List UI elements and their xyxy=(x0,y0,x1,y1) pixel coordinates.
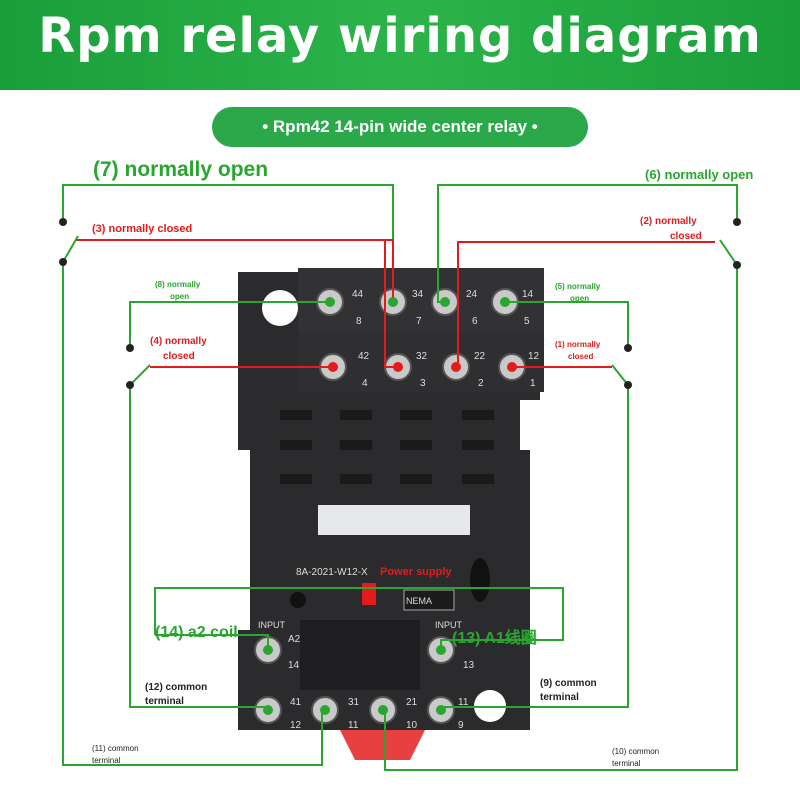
pin-label-2: 2 xyxy=(478,378,484,389)
pin-label-44: 44 xyxy=(352,289,364,300)
label-normally-open-8b: open xyxy=(170,292,190,301)
label-common-11b: terminal xyxy=(92,756,121,765)
pin-label-41: 41 xyxy=(290,697,302,708)
pin-label-4: 4 xyxy=(362,378,368,389)
pin-label-10: 10 xyxy=(406,720,418,731)
pin-label-8: 8 xyxy=(356,316,362,327)
pin-label-31: 31 xyxy=(348,697,360,708)
label-normally-open-6: (6) normally open xyxy=(645,167,754,182)
model-number: 8A-2021-W12-X xyxy=(296,567,368,578)
label-common-9a: (9) common xyxy=(540,678,597,689)
pin-label-5: 5 xyxy=(524,316,530,327)
pin-label-32: 32 xyxy=(416,351,428,362)
nema-label: NEMA xyxy=(406,596,432,606)
label-normally-open-8a: (8) normally xyxy=(155,280,201,289)
mount-hole-top xyxy=(262,290,298,326)
label-normally-closed-2b: closed xyxy=(670,231,702,242)
input-left-label: INPUT xyxy=(258,620,286,630)
label-normally-closed-1a: (1) normally xyxy=(555,340,601,349)
pin-label-34: 34 xyxy=(412,289,424,300)
relay-socket xyxy=(238,268,544,760)
label-common-9b: terminal xyxy=(540,692,579,703)
pin-label-7: 7 xyxy=(416,316,422,327)
label-normally-closed-3: (3) normally closed xyxy=(92,223,193,235)
page-title: Rpm relay wiring diagram xyxy=(38,8,762,64)
pin-label-11-bottom: 11 xyxy=(348,720,359,731)
pin-label-6: 6 xyxy=(472,316,478,327)
label-normally-closed-2a: (2) normally xyxy=(640,216,697,227)
power-indicator xyxy=(362,583,376,605)
label-normally-open-7: (7) normally open xyxy=(93,158,269,181)
pin-label-11-top: 11 xyxy=(458,697,469,708)
label-normally-closed-1b: closed xyxy=(568,352,594,361)
pin-label-24: 24 xyxy=(466,289,478,300)
label-common-10a: (10) common xyxy=(612,747,660,756)
pin-label-14-bottom: 14 xyxy=(288,660,300,671)
pin-label-12: 12 xyxy=(528,351,540,362)
label-window xyxy=(318,505,470,535)
subtitle-badge: • Rpm42 14-pin wide center relay • xyxy=(212,107,588,147)
pin-label-9: 9 xyxy=(458,720,464,731)
label-normally-closed-4b: closed xyxy=(163,351,195,362)
red-clip xyxy=(340,730,425,760)
pin-label-22: 22 xyxy=(474,351,486,362)
label-common-12a: (12) common xyxy=(145,682,208,693)
pin-label-13: 13 xyxy=(463,660,475,671)
pin-label-12-bottom: 12 xyxy=(290,720,302,731)
label-common-11a: (11) common xyxy=(92,744,139,753)
label-power-supply: Power supply xyxy=(380,566,452,578)
label-normally-open-5b: open xyxy=(570,294,590,303)
label-a2-coil: (14) a2 coil xyxy=(155,624,238,641)
label-normally-closed-4a: (4) normally xyxy=(150,336,207,347)
a2-label: A2 xyxy=(288,634,301,645)
pin-label-3: 3 xyxy=(420,378,426,389)
pin-label-14: 14 xyxy=(522,289,534,300)
label-normally-open-5a: (5) normally xyxy=(555,282,601,291)
label-common-10b: terminal xyxy=(612,759,641,768)
pin-label-42: 42 xyxy=(358,351,370,362)
pin-label-1: 1 xyxy=(530,378,536,389)
title-banner: Rpm relay wiring diagram xyxy=(0,0,800,90)
pin-label-21: 21 xyxy=(406,697,418,708)
input-right-label: INPUT xyxy=(435,620,463,630)
label-common-12b: terminal xyxy=(145,696,184,707)
label-a1-coil: (13) A1线圈 xyxy=(452,630,537,647)
